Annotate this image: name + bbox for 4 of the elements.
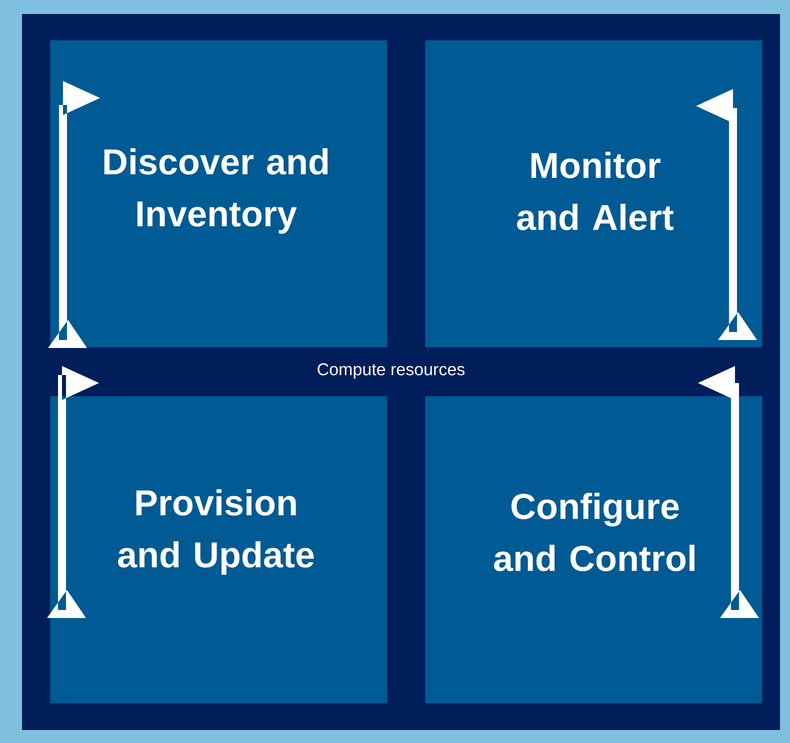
process-box: Monitor and Alert [425, 40, 762, 348]
process-box: Configure and Control [425, 396, 762, 704]
process-box: Provision and Update [50, 396, 388, 704]
process-box: Discover and Inventory [50, 40, 388, 348]
